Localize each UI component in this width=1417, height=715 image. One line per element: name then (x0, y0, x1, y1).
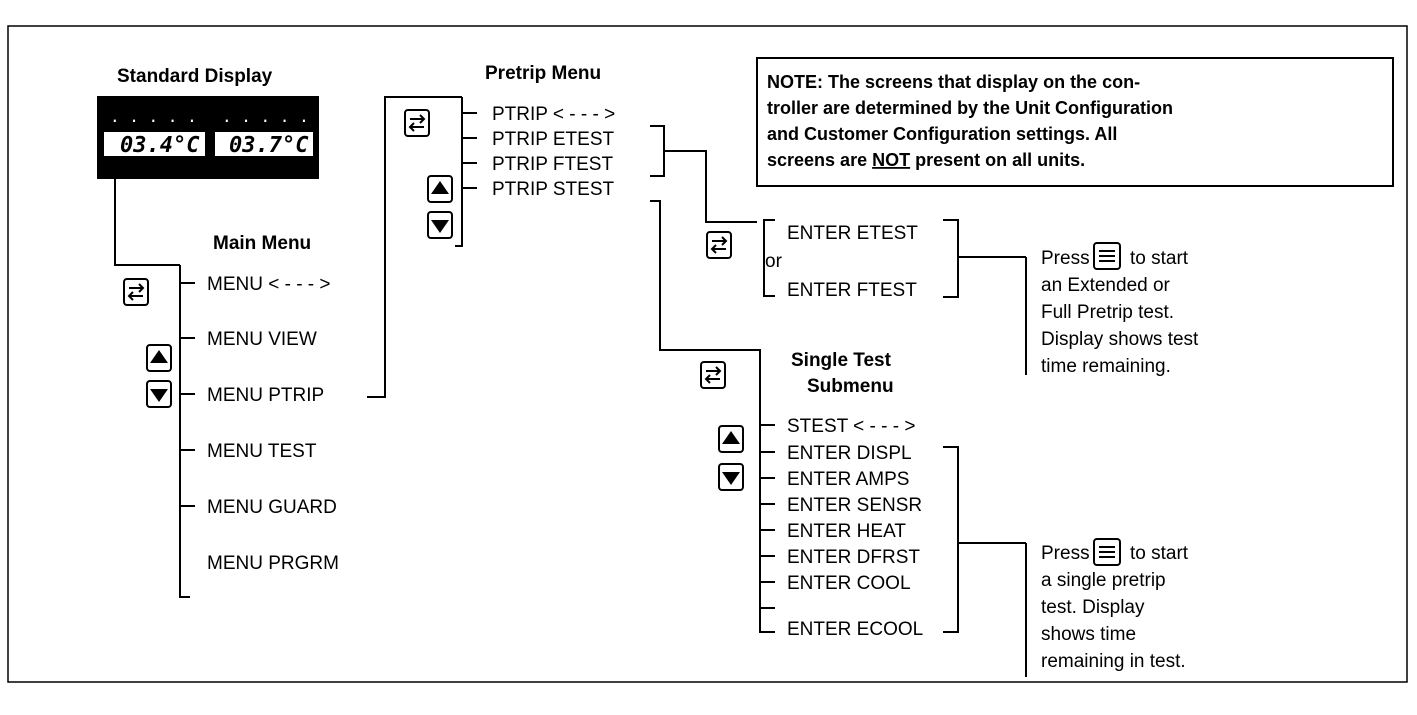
single-test-title-line-2: Submenu (807, 376, 894, 397)
lcd-left-temperature: 03.4°C (120, 133, 200, 158)
up-arrow-icon[interactable] (718, 425, 744, 453)
press-single-line-2: a single pretrip (1041, 570, 1166, 591)
main-menu-bracket (179, 265, 190, 598)
press-full-line-3: Full Pretrip test. (1041, 302, 1174, 323)
up-arrow-icon[interactable] (427, 175, 453, 203)
stest-item-sensr[interactable]: ENTER SENSR (787, 495, 922, 516)
enter-etest-item[interactable]: ENTER ETEST (787, 223, 918, 244)
press-full-line-1: to start (1130, 248, 1189, 269)
etest-ftest-bracket (650, 125, 665, 177)
stest-item-heat[interactable]: ENTER HEAT (787, 521, 906, 542)
enter-equals-icon (1093, 242, 1121, 270)
press-single-line-5: remaining in test. (1041, 651, 1186, 672)
etest-ftest-connector (664, 150, 757, 223)
select-arrows-icon[interactable] (404, 109, 430, 137)
press-full-line-5: time remaining. (1041, 356, 1171, 377)
lcd-right-window (215, 132, 313, 156)
press-single-line-4: shows time (1041, 624, 1136, 645)
note-box (756, 57, 1394, 187)
select-arrows-icon[interactable] (123, 278, 149, 306)
pretrip-item-etest[interactable]: PTRIP ETEST (492, 129, 615, 150)
main-menu-item-arrows[interactable]: MENU < - - - > (207, 274, 331, 295)
pretrip-item-stest[interactable]: PTRIP STEST (492, 179, 615, 200)
press-full-line-4: Display shows test (1041, 329, 1199, 350)
note-line-1: NOTE: The screens that display on the co… (767, 72, 1140, 92)
diagram-frame (7, 25, 1408, 683)
lcd-left-window (104, 132, 205, 156)
stest-item-cool[interactable]: ENTER COOL (787, 573, 911, 594)
standard-display-title: Standard Display (117, 66, 273, 87)
down-arrow-icon[interactable] (146, 380, 172, 408)
main-menu-item-guard[interactable]: MENU GUARD (207, 497, 337, 518)
or-label: or (765, 251, 783, 272)
enter-tests-right-bracket (943, 219, 959, 298)
main-menu-item-test[interactable]: MENU TEST (207, 441, 317, 462)
press-single-label: Press (1041, 543, 1090, 564)
note-line-3: and Customer Configuration settings. All (767, 124, 1117, 144)
press-single-line-3: test. Display (1041, 597, 1145, 618)
stest-connector (650, 200, 761, 425)
main-menu-item-view[interactable]: MENU VIEW (207, 329, 317, 350)
stest-item-amps[interactable]: ENTER AMPS (787, 469, 909, 490)
stest-item-displ[interactable]: ENTER DISPL (787, 443, 912, 464)
lcd-right-temperature: 03.7°C (229, 133, 309, 158)
single-test-bracket (759, 425, 775, 633)
up-arrow-icon[interactable] (146, 344, 172, 372)
press-full-line-2: an Extended or (1041, 275, 1171, 296)
select-arrows-icon[interactable] (706, 231, 732, 259)
lcd-left-dots: . . . . . (110, 107, 197, 126)
down-arrow-icon[interactable] (427, 211, 453, 239)
display-to-menu-connector (114, 179, 180, 266)
stest-item-dfrst[interactable]: ENTER DFRST (787, 547, 920, 568)
lcd-right-dots: . . . . . (222, 107, 309, 126)
pretrip-item-ftest[interactable]: PTRIP FTEST (492, 154, 613, 175)
single-test-title-line-1: Single Test (791, 350, 892, 371)
down-arrow-icon[interactable] (718, 463, 744, 491)
stest-item-arrows[interactable]: STEST < - - - > (787, 416, 915, 437)
main-menu-title: Main Menu (213, 233, 311, 254)
press-single-line-1: to start (1130, 543, 1189, 564)
main-menu-item-ptrip[interactable]: MENU PTRIP (207, 385, 324, 406)
note-line-2: troller are determined by the Unit Confi… (767, 98, 1173, 118)
note-line-4: screens are NOT present on all units. (767, 150, 1085, 170)
ptrip-to-pretrip-connector (367, 96, 462, 398)
stest-item-ecool[interactable]: ENTER ECOOL (787, 619, 923, 640)
press-full-label: Press (1041, 248, 1090, 269)
pretrip-menu-bracket (455, 97, 463, 247)
pretrip-menu-title: Pretrip Menu (485, 63, 601, 84)
enter-equals-icon (1093, 538, 1121, 566)
select-arrows-icon[interactable] (700, 361, 726, 389)
single-test-right-bracket (943, 446, 959, 633)
pretrip-item-arrows[interactable]: PTRIP < - - - > (492, 104, 615, 125)
main-menu-item-prgrm[interactable]: MENU PRGRM (207, 553, 339, 574)
enter-tests-bracket (763, 219, 775, 297)
enter-ftest-item[interactable]: ENTER FTEST (787, 280, 917, 301)
